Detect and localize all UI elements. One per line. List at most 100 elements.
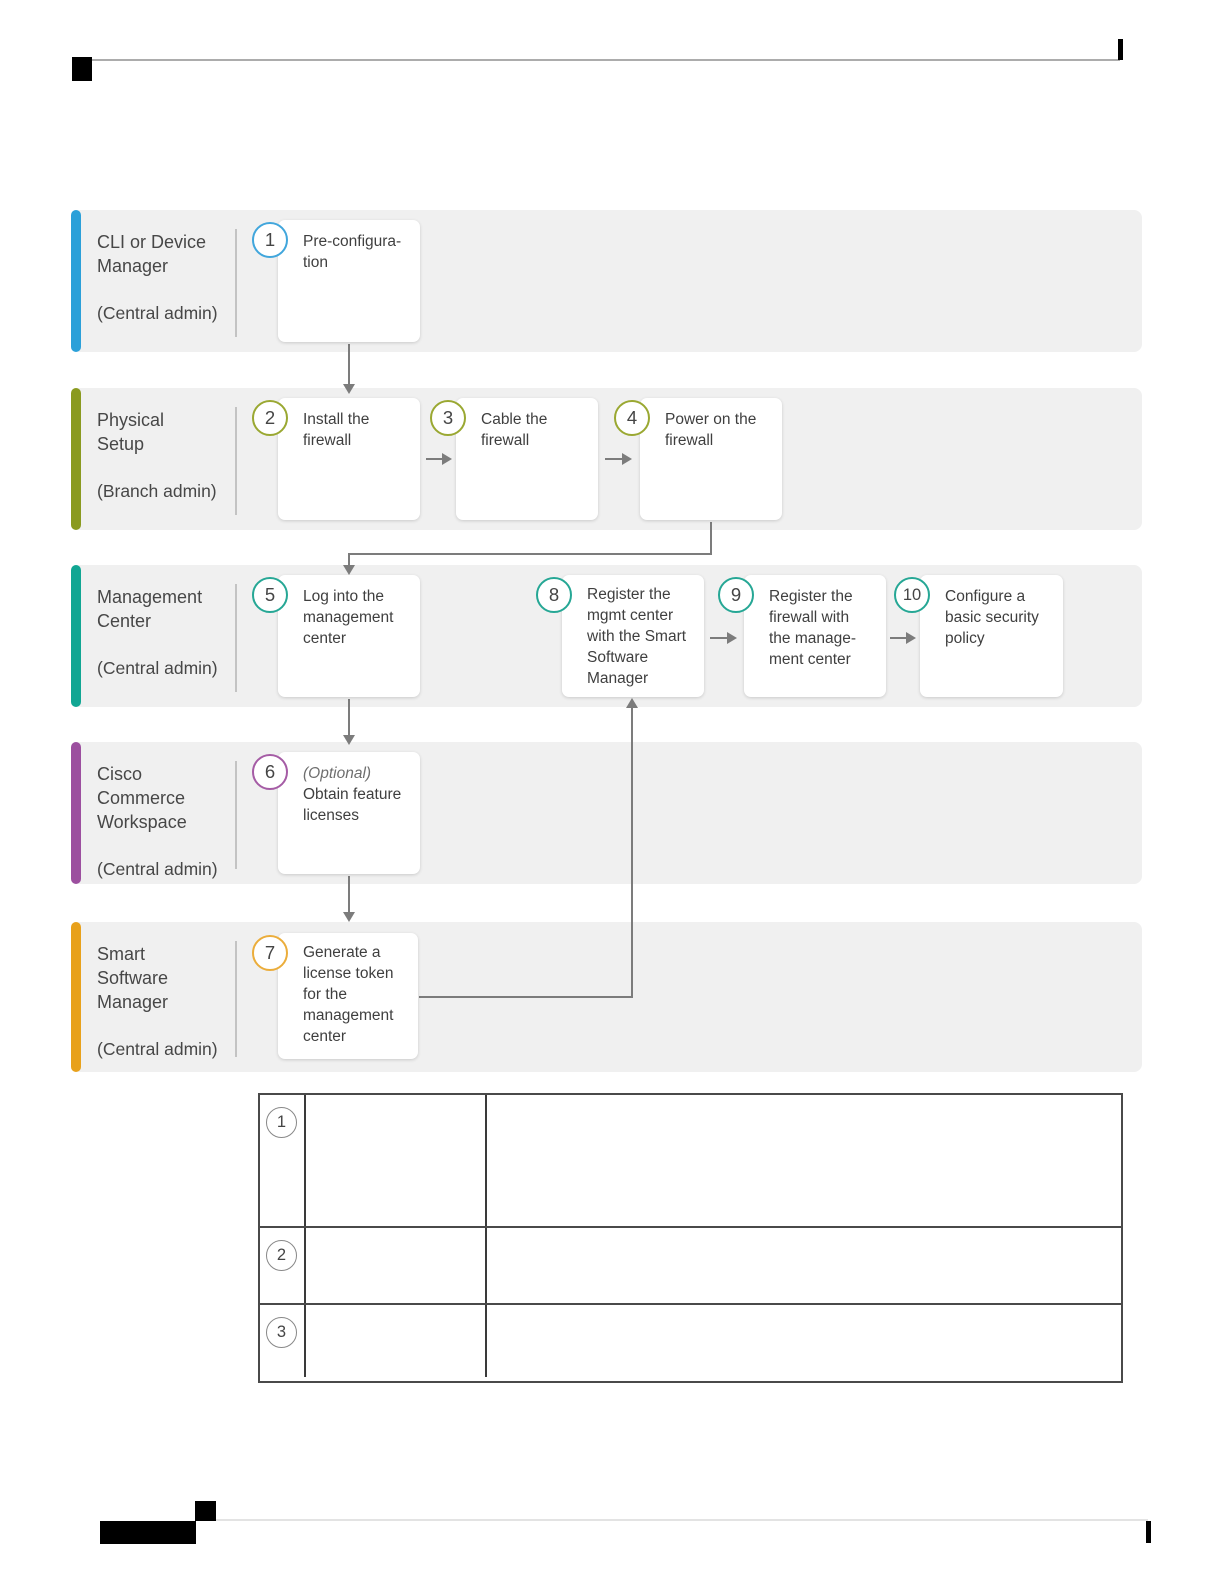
connector-step1-to-step2: [348, 344, 350, 384]
step-number-badge: 4: [614, 400, 650, 436]
step-number-badge: 3: [430, 400, 466, 436]
lane-accent-bar: [71, 388, 81, 530]
step-label: Register the firewall with the manage- m…: [769, 588, 857, 668]
table-cell-callout: [306, 1305, 487, 1377]
callout-number-badge: 2: [266, 1240, 297, 1271]
header-rule: [92, 59, 1120, 61]
footer-rule: [216, 1519, 1148, 1521]
lane-label: Smart Software Manager (Central admin): [97, 942, 218, 1061]
lane-cisco-commerce-workspace: Cisco Commerce Workspace (Central admin): [71, 742, 1142, 884]
step-number-badge: 7: [252, 935, 288, 971]
footer-small-mark: [195, 1501, 216, 1521]
bottom-right-crop-mark: [1146, 1521, 1151, 1543]
table-cell-number: 3: [260, 1305, 306, 1377]
table-cell-description: [487, 1095, 1121, 1226]
step-label: Pre-configura- tion: [303, 233, 402, 271]
lane-title: Management Center: [97, 587, 203, 631]
lane-divider: [235, 229, 237, 337]
step-number-badge: 5: [252, 577, 288, 613]
table-row: 3: [260, 1303, 1121, 1377]
arrowhead-down-icon: [343, 912, 355, 922]
step-card-preconfiguration: Pre-configura- tion: [278, 220, 420, 342]
lane-divider: [235, 941, 237, 1057]
top-left-crop-mark: [72, 57, 92, 81]
arrowhead-right-icon: [906, 632, 916, 644]
step-label: Install the firewall: [303, 411, 370, 449]
step-label: Register the mgmt center with the Smart …: [587, 586, 687, 687]
step-label: Generate a license token for the managem…: [303, 944, 394, 1045]
lane-cli-device-manager: CLI or Device Manager (Central admin): [71, 210, 1142, 352]
connector-step9-to-step10: [890, 637, 907, 639]
step-card-obtain-feature-licenses: (Optional) Obtain feature licenses: [278, 752, 420, 874]
step-optional-note: (Optional): [303, 765, 372, 782]
connector-step4-down: [710, 522, 712, 555]
table-cell-callout: [306, 1228, 487, 1303]
callout-table: 1 2 3: [258, 1093, 1123, 1383]
lane-subtitle: (Central admin): [97, 1039, 218, 1059]
step-card-register-mgmt-center-smart: Register the mgmt center with the Smart …: [562, 575, 704, 697]
arrowhead-down-icon: [343, 384, 355, 394]
connector-step5-to-step6: [348, 699, 350, 736]
connector-step2-to-step3: [426, 458, 443, 460]
arrowhead-down-icon: [343, 735, 355, 745]
lane-divider: [235, 761, 237, 869]
step-label: Cable the firewall: [481, 411, 548, 449]
lane-label: Physical Setup (Branch admin): [97, 408, 217, 503]
step-card-power-on-firewall: Power on the firewall: [640, 398, 782, 520]
lane-divider: [235, 584, 237, 692]
step-label: Obtain feature licenses: [303, 786, 402, 824]
connector-step4-across: [348, 553, 712, 555]
step-label: Log into the management center: [303, 588, 394, 647]
step-number-badge: 2: [252, 400, 288, 436]
step-label: Power on the firewall: [665, 411, 757, 449]
table-row: 2: [260, 1226, 1121, 1303]
lane-divider: [235, 407, 237, 515]
step-card-configure-security-policy: Configure a basic security policy: [920, 575, 1063, 697]
table-cell-callout: [306, 1095, 487, 1226]
lane-accent-bar: [71, 922, 81, 1072]
step-number-badge: 8: [536, 577, 572, 613]
step-card-generate-license-token: Generate a license token for the managem…: [278, 933, 418, 1059]
callout-number-badge: 3: [266, 1317, 297, 1348]
lane-subtitle: (Central admin): [97, 859, 218, 879]
arrowhead-up-icon: [626, 698, 638, 708]
step-number-badge: 9: [718, 577, 754, 613]
lane-accent-bar: [71, 210, 81, 352]
lane-title: Physical Setup: [97, 410, 165, 454]
connector-step7-up: [631, 708, 633, 998]
top-right-crop-mark: [1118, 39, 1123, 60]
lane-title: Cisco Commerce Workspace: [97, 764, 187, 832]
lane-label: CLI or Device Manager (Central admin): [97, 230, 218, 325]
step-number-badge: 10: [894, 577, 930, 613]
arrowhead-right-icon: [442, 453, 452, 465]
table-cell-number: 1: [260, 1095, 306, 1226]
table-row: 1: [260, 1095, 1121, 1226]
lane-title: CLI or Device Manager: [97, 232, 207, 276]
step-number-badge: 6: [252, 754, 288, 790]
step-card-install-firewall: Install the firewall: [278, 398, 420, 520]
arrowhead-right-icon: [622, 453, 632, 465]
footer-page-number-block: [100, 1521, 196, 1544]
connector-step8-to-step9: [710, 637, 728, 639]
arrowhead-right-icon: [727, 632, 737, 644]
arrowhead-down-icon: [343, 565, 355, 575]
connector-step3-to-step4: [605, 458, 623, 460]
lane-accent-bar: [71, 565, 81, 707]
lane-subtitle: (Branch admin): [97, 481, 217, 501]
connector-step6-to-step7: [348, 876, 350, 913]
lane-subtitle: (Central admin): [97, 658, 218, 678]
step-card-login-management-center: Log into the management center: [278, 575, 420, 697]
table-cell-description: [487, 1228, 1121, 1303]
table-cell-description: [487, 1305, 1121, 1377]
step-card-register-firewall: Register the firewall with the manage- m…: [744, 575, 886, 697]
lane-label: Cisco Commerce Workspace (Central admin): [97, 762, 218, 881]
connector-step7-across: [419, 996, 633, 998]
lane-subtitle: (Central admin): [97, 303, 218, 323]
lane-title: Smart Software Manager: [97, 944, 169, 1012]
table-cell-number: 2: [260, 1228, 306, 1303]
lane-accent-bar: [71, 742, 81, 884]
connector-into-step5: [348, 553, 350, 566]
lane-label: Management Center (Central admin): [97, 585, 218, 680]
step-label: Configure a basic security policy: [945, 588, 1039, 647]
